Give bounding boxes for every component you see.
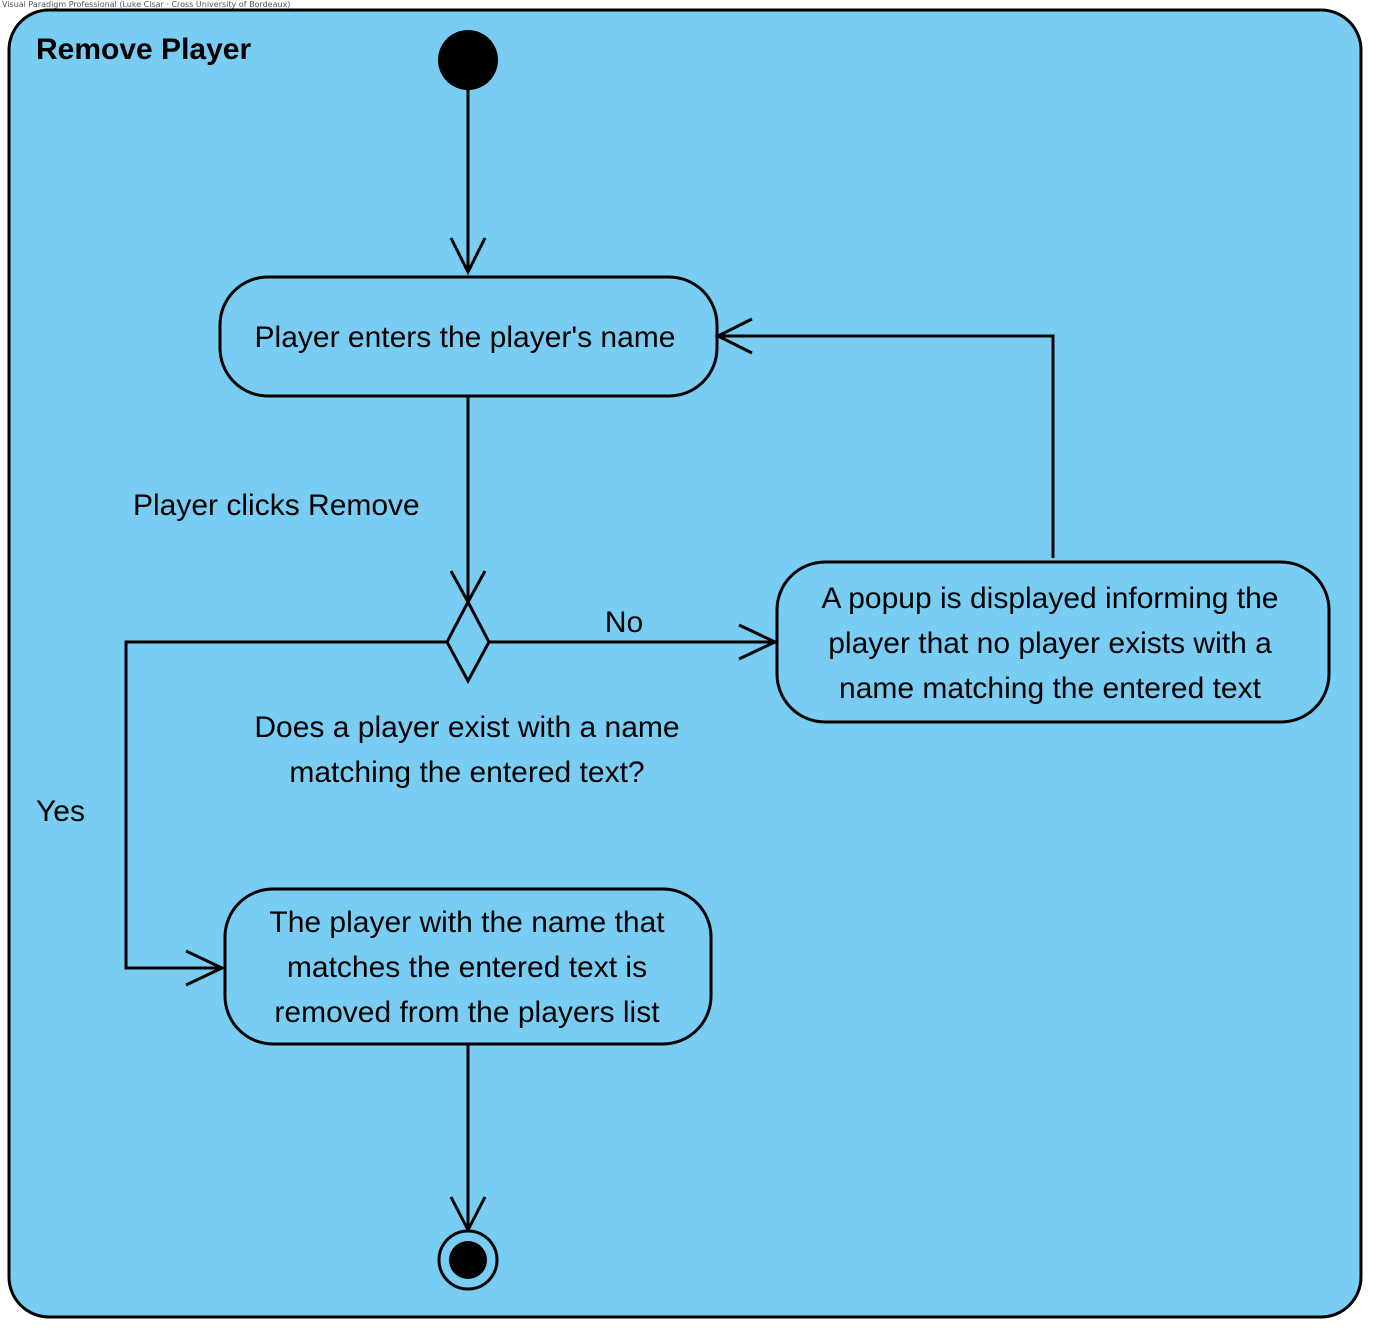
edge-label-clicks-remove: Player clicks Remove	[133, 489, 420, 522]
action-removed-line-3: removed from the players list	[274, 996, 660, 1029]
arrowhead-removed	[185, 949, 226, 987]
arrowhead-popup	[738, 623, 779, 661]
edge-popup-to-enter	[718, 334, 1055, 558]
edge-label-no: No	[605, 606, 643, 639]
action-popup-line-1: A popup is displayed informing the	[822, 582, 1279, 615]
final-node-dot	[449, 1241, 487, 1279]
arrowhead-enter	[449, 237, 487, 276]
action-popup-line-2: player that no player exists with a	[828, 627, 1272, 660]
action-removed-line-2: matches the entered text is	[287, 951, 647, 984]
action-popup-line-3: name matching the entered text	[839, 672, 1262, 705]
decision-node	[445, 598, 491, 685]
action-removed-line-1: The player with the name that	[269, 906, 665, 939]
frame-title: Remove Player	[36, 33, 251, 66]
initial-node	[438, 30, 498, 90]
watermark-text: Visual Paradigm Professional (Luke Cisar…	[2, 0, 291, 9]
decision-question-line-1: Does a player exist with a name	[254, 711, 679, 744]
arrowhead-loop	[714, 317, 753, 355]
decision-question-line-2: matching the entered text?	[289, 756, 644, 789]
edge-label-yes: Yes	[36, 795, 85, 828]
action-popup	[775, 560, 1331, 724]
action-enter-name-label: Player enters the player's name	[255, 321, 676, 354]
edge-decision-to-removed	[124, 640, 447, 970]
